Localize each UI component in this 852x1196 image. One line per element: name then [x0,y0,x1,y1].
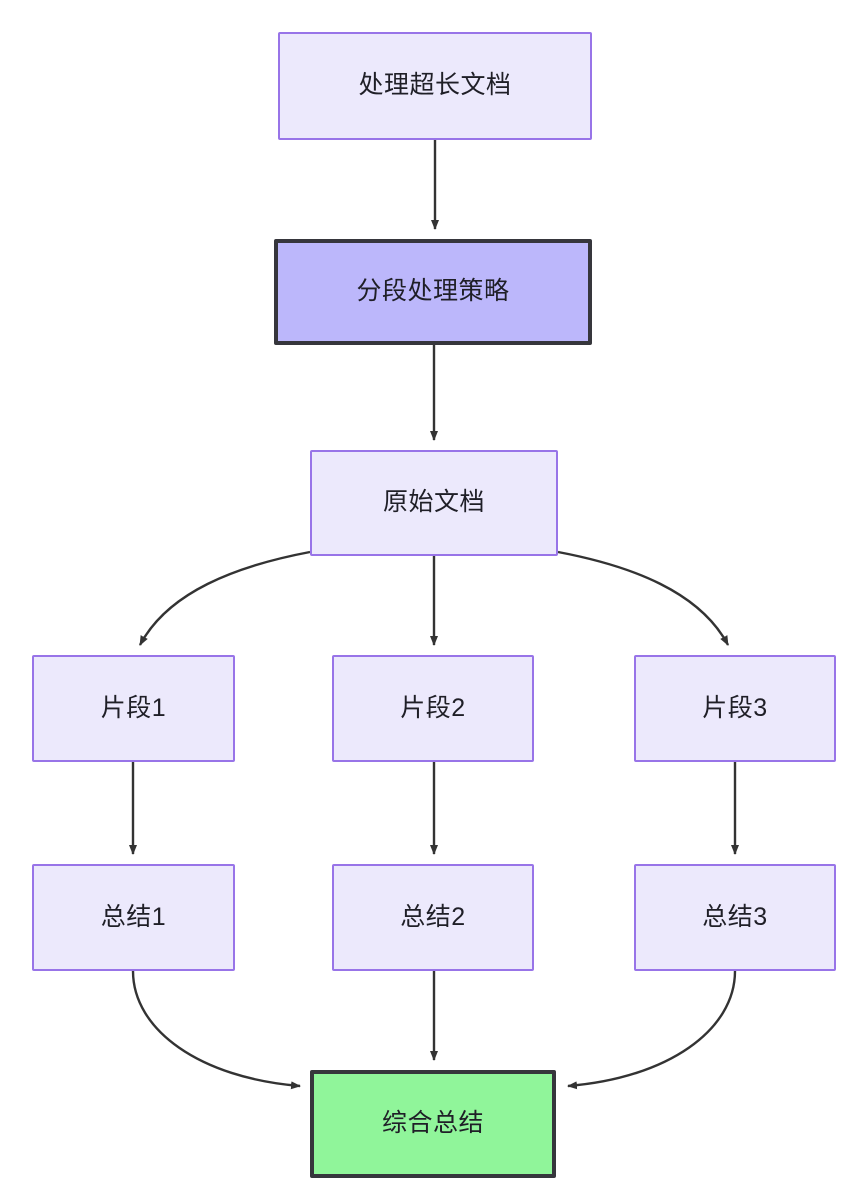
node-label: 总结1 [100,902,167,931]
node-chunk-2[interactable]: 片段2 [332,655,534,762]
node-label: 总结2 [400,902,466,931]
edge-sum1-to-final [131,970,301,1090]
node-label: 片段2 [400,693,466,722]
node-chunk-1[interactable]: 片段1 [32,655,235,762]
node-label: 综合总结 [381,1109,484,1138]
edge-sum3-to-final [567,970,737,1090]
node-process-long-document[interactable]: 处理超长文档 [278,32,592,140]
node-chunk-3[interactable]: 片段3 [634,655,836,762]
node-summary-3[interactable]: 总结3 [634,864,836,971]
node-label: 片段3 [702,693,768,722]
edge-source-to-chunk3 [557,550,730,646]
node-summary-2[interactable]: 总结2 [332,864,534,971]
node-label: 总结3 [702,902,768,931]
node-chunking-strategy[interactable]: 分段处理策略 [274,239,592,345]
node-final-summary[interactable]: 综合总结 [310,1070,556,1178]
node-label: 处理超长文档 [358,71,512,100]
node-label: 原始文档 [382,488,485,517]
edge-source-to-chunk1 [138,550,311,646]
node-source-document[interactable]: 原始文档 [310,450,558,556]
node-label: 片段1 [100,693,167,722]
node-summary-1[interactable]: 总结1 [32,864,235,971]
node-label: 分段处理策略 [356,277,510,306]
